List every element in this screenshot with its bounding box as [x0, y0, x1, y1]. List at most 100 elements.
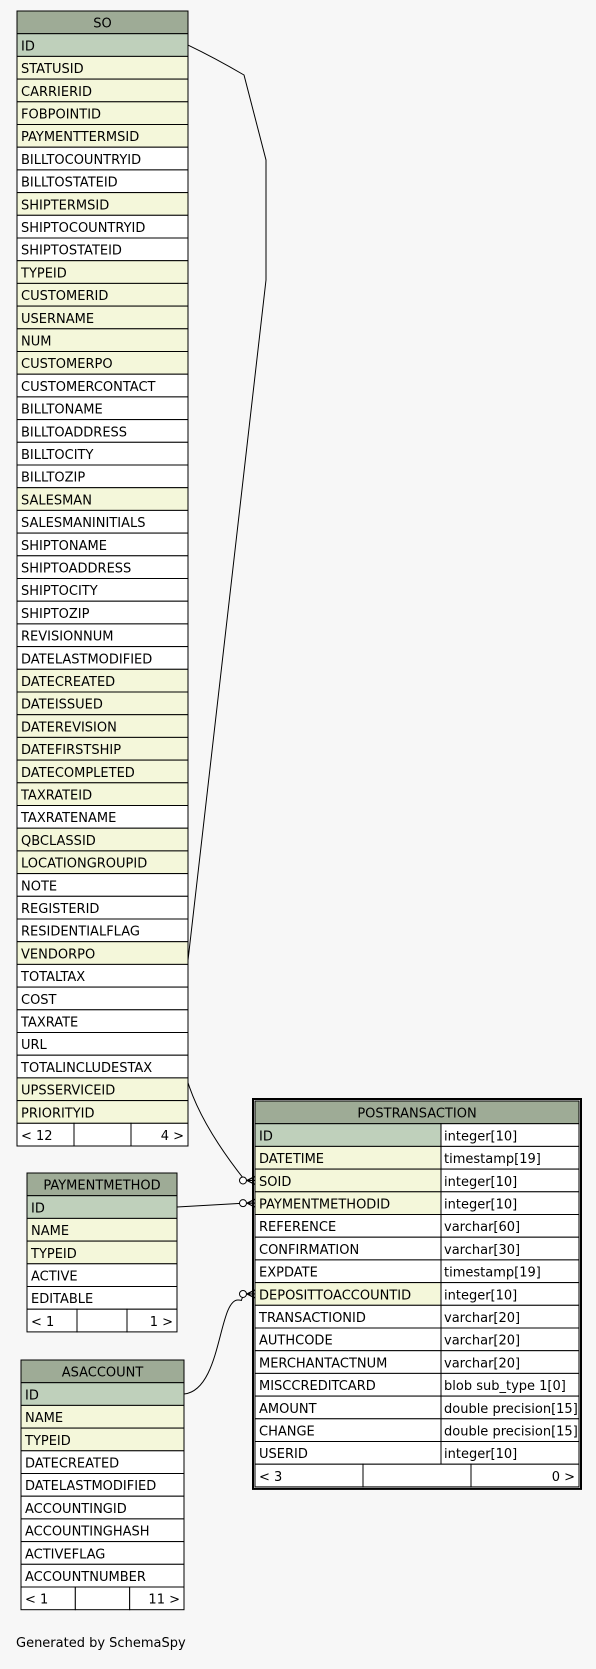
column-row[interactable]: CARRIERID	[16, 78, 189, 103]
column-type: varchar[20]	[444, 1334, 520, 1349]
column-row[interactable]: TAXRATE	[16, 1009, 189, 1033]
column-row[interactable]: BILLTOZIP	[16, 464, 189, 489]
column-row[interactable]: TAXRATEID	[16, 782, 189, 806]
table-so[interactable]: SOIDSTATUSIDCARRIERIDFOBPOINTIDPAYMENTTE…	[16, 10, 189, 1147]
column-name: BILLTOZIP	[21, 471, 85, 486]
column-row[interactable]: NAME	[26, 1217, 178, 1242]
column-row[interactable]: NAME	[20, 1404, 185, 1429]
column-name: TOTALINCLUDESTAX	[20, 1061, 152, 1076]
column-row[interactable]: BILLTOCOUNTRYID	[16, 146, 189, 171]
table-asaccount[interactable]: ASACCOUNTIDNAMETYPEIDDATECREATEDDATELAST…	[20, 1359, 185, 1611]
column-row[interactable]: ID	[26, 1195, 178, 1219]
column-row[interactable]: TOTALTAX	[16, 963, 189, 988]
column-row[interactable]: CUSTOMERID	[16, 282, 189, 307]
column-row[interactable]: STATUSID	[16, 55, 189, 80]
column-row[interactable]: BILLTOADDRESS	[16, 419, 189, 443]
column-row[interactable]: SHIPTERMSID	[16, 192, 189, 216]
column-row[interactable]: ACTIVE	[26, 1263, 178, 1288]
column-name: PRIORITYID	[21, 1106, 95, 1121]
column-row[interactable]: SHIPTONAME	[16, 532, 189, 557]
column-row[interactable]: SHIPTOZIP	[16, 600, 189, 625]
column-row[interactable]: DATEISSUED	[16, 691, 189, 716]
column-row[interactable]: TYPEID	[26, 1240, 178, 1265]
column-row[interactable]: REVISIONNUM	[16, 623, 189, 648]
column-row[interactable]: SALESMANINITIALS	[16, 509, 189, 534]
column-row[interactable]: URL	[16, 1032, 189, 1056]
column-name: TRANSACTIONID	[258, 1311, 366, 1326]
edge-line	[179, 44, 267, 1181]
column-row[interactable]: ACCOUNTNUMBER	[20, 1563, 185, 1588]
column-row[interactable]: BILLTOCITY	[16, 441, 189, 466]
column-row[interactable]: TYPEID	[16, 260, 189, 284]
column-row[interactable]: CUSTOMERCONTACT	[16, 373, 189, 398]
column-row[interactable]: ACCOUNTINGHASH	[20, 1518, 185, 1543]
column-row[interactable]: ACCOUNTINGID	[20, 1495, 185, 1520]
column-row[interactable]: TYPEID	[20, 1427, 185, 1452]
column-name: TYPEID	[24, 1434, 71, 1449]
column-row[interactable]: TAXRATENAME	[16, 805, 189, 829]
table-paymentmethod[interactable]: PAYMENTMETHODIDNAMETYPEIDACTIVEEDITABLE<…	[26, 1172, 178, 1333]
column-row[interactable]: DATECREATED	[20, 1450, 185, 1475]
column-name: TAXRATENAME	[20, 811, 116, 826]
column-row[interactable]: ACTIVEFLAG	[20, 1541, 185, 1565]
column-row[interactable]: FOBPOINTID	[16, 101, 189, 126]
column-row[interactable]: VENDORPO	[16, 941, 189, 965]
column-row[interactable]: UPSSERVICEID	[16, 1077, 189, 1102]
column-row[interactable]: EDITABLE	[26, 1286, 178, 1310]
column-name: PAYMENTTERMSID	[21, 130, 139, 145]
column-row[interactable]: DATEFIRSTSHIP	[16, 736, 189, 761]
column-row[interactable]: ID	[20, 1382, 185, 1406]
column-row[interactable]: USERNAME	[16, 305, 189, 330]
column-row[interactable]: SHIPTOADDRESS	[16, 555, 189, 579]
column-row[interactable]: PRIORITYID	[16, 1100, 189, 1124]
column-row[interactable]: LOCATIONGROUPID	[16, 850, 189, 875]
generated-by-footer: Generated by SchemaSpy	[16, 1636, 186, 1651]
column-row[interactable]: DATELASTMODIFIED	[16, 646, 189, 670]
column-row[interactable]: SHIPTOCOUNTRYID	[16, 214, 189, 239]
column-row[interactable]: NOTE	[16, 873, 189, 897]
column-row[interactable]: BILLTOSTATEID	[16, 169, 189, 194]
edge-optional-marker	[239, 1199, 247, 1208]
column-row[interactable]: QBCLASSID	[16, 827, 189, 852]
table-name: POSTRANSACTION	[357, 1107, 476, 1122]
column-name: AMOUNT	[259, 1402, 317, 1417]
footer-cell	[74, 1586, 131, 1611]
column-row[interactable]: ID	[16, 33, 189, 57]
column-row[interactable]: NUM	[16, 328, 189, 352]
column-row[interactable]: REGISTERID	[16, 895, 189, 920]
relationship-edge	[183, 1289, 256, 1395]
column-row[interactable]: CUSTOMERPO	[16, 351, 189, 375]
column-row[interactable]: SHIPTOSTATEID	[16, 237, 189, 262]
column-row[interactable]: BILLTONAME	[16, 396, 189, 421]
column-row[interactable]: COST	[16, 986, 189, 1011]
column-row[interactable]: DATEREVISION	[16, 714, 189, 738]
column-name: QBCLASSID	[21, 834, 96, 849]
column-row[interactable]: PAYMENTTERMSID	[16, 124, 189, 148]
column-row[interactable]: DATECOMPLETED	[16, 759, 189, 784]
column-row[interactable]: RESIDENTIALFLAG	[16, 918, 189, 943]
footer-cell	[76, 1308, 128, 1333]
column-name: REGISTERID	[21, 902, 99, 917]
column-row[interactable]: SALESMAN	[16, 487, 189, 511]
column-row[interactable]: SHIPTOCITY	[16, 578, 189, 602]
column-row[interactable]: TOTALINCLUDESTAX	[16, 1054, 189, 1079]
column-row[interactable]: DATECREATED	[16, 668, 189, 693]
column-row[interactable]: DATELASTMODIFIED	[20, 1473, 185, 1497]
